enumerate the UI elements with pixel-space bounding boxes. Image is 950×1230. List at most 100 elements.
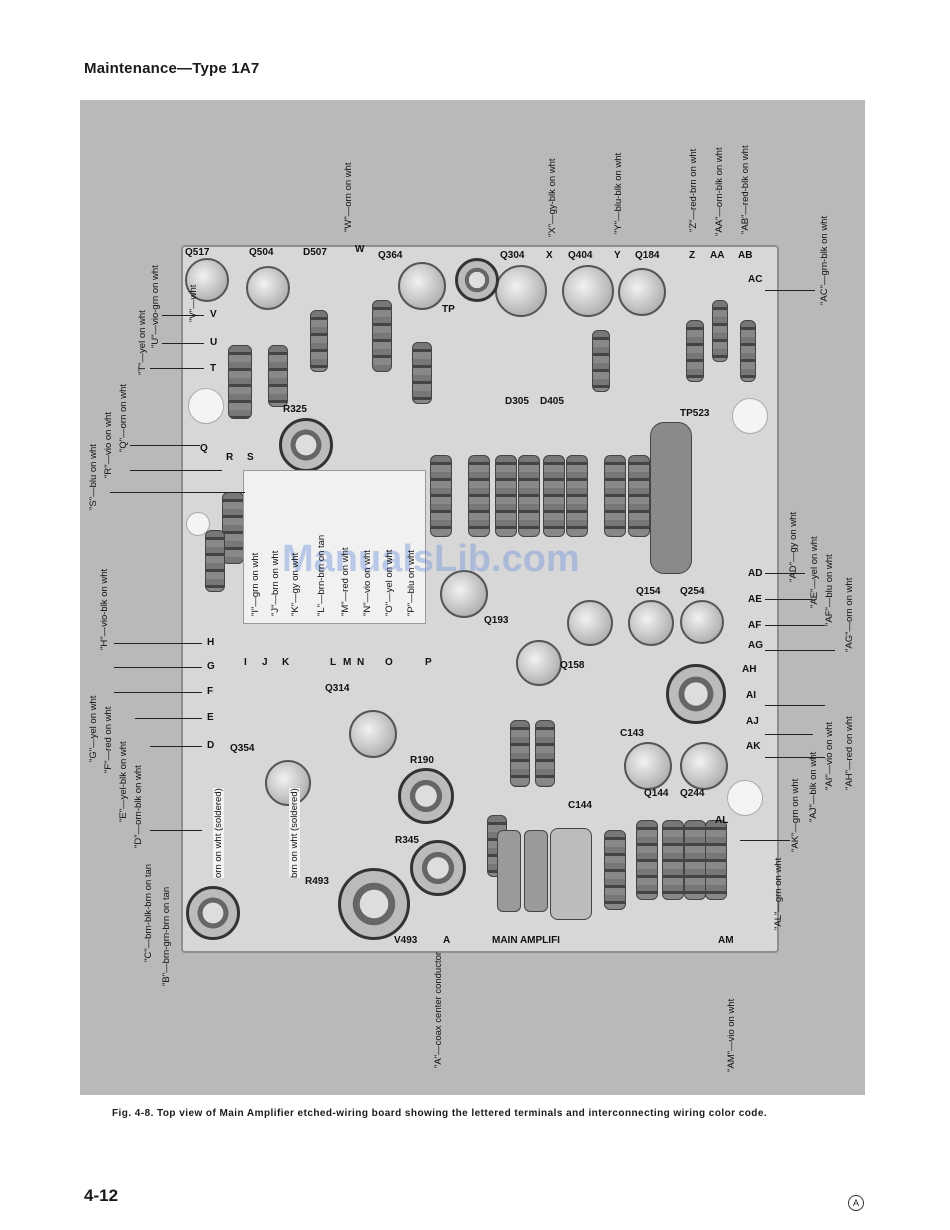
terminal-ai: AI [746,690,756,701]
resistor [497,830,521,912]
leader-line [150,746,202,747]
terminal-z: Z [689,250,696,261]
transistor-q193 [440,570,488,618]
resistor [604,830,626,910]
transistor-q504 [246,266,290,310]
resistor [205,530,225,592]
terminal-s: S [247,452,254,463]
terminal-ac: AC [748,274,763,285]
label-r345: R345 [395,835,419,846]
wire-label-k: "K"—gy on wht [290,552,301,616]
resistor [372,300,392,372]
wire-label-g: "G"—yel on wht [88,695,99,762]
terminal-x: X [546,250,553,261]
wire-label-r: "R"—vio on wht [103,412,114,478]
wire-label-ak: "AK"—grn on wht [790,778,801,852]
wire-label-a-coax: "A"—coax center conductor [433,951,444,1068]
wire-label-aj: "AJ"—blk on wht [808,751,819,822]
transistor-q254b [680,600,724,644]
resistor [468,455,490,537]
terminal-ab: AB [738,250,753,261]
wire-label-w: "W"—orn on wht [343,162,354,232]
resistor [684,820,706,900]
leader-line [162,315,204,316]
terminal-p: P [425,657,432,668]
wire-label-n: "N"—vio on wht [362,550,373,616]
label-q504: Q504 [249,247,274,258]
box-wire-label-panel [243,470,426,624]
label-q144: Q144 [644,788,669,799]
label-q254: Q254 [680,586,705,597]
terminal-l: L [330,657,337,668]
label-v493: V493 [394,935,418,946]
terminal-m: M [343,657,352,668]
terminal-g: G [207,661,215,672]
wire-label-ae: "AE"—yel on wht [809,536,820,608]
terminal-am: AM [718,935,734,946]
resistor [604,455,626,537]
label-c143: C143 [620,728,644,739]
terminal-v: V [210,309,217,320]
label-r493: R493 [305,876,329,887]
label-d405: D405 [540,396,564,407]
resistor [518,455,540,537]
resistor [566,455,588,537]
mounting-hole [727,780,763,816]
wire-label-al: "AL"—grn on wht [773,857,784,930]
terminal-aj: AJ [746,716,759,727]
terminal-o: O [385,657,393,668]
wire-label-d: "D"—orn-blk on wht [133,765,144,848]
label-q158: Q158 [560,660,585,671]
label-q244: Q244 [680,788,705,799]
resistor [228,345,252,419]
terminal-e: E [207,712,214,723]
wire-label-s: "S"—blu on wht [88,444,99,510]
resistor [510,720,530,787]
leader-line [765,757,825,758]
terminal-y: Y [614,250,621,261]
transistor-q404 [562,265,614,317]
wire-label-x: "X"—gy-blk on wht [547,158,558,237]
potentiometer-right [666,664,726,724]
terminal-r: R [226,452,234,463]
coax-connector-v493 [338,868,410,940]
mounting-hole [188,388,224,424]
terminal-ae: AE [748,594,762,605]
wire-label-ai: "AI"—vio on wht [824,722,835,790]
watermark: ManualsLib.com [282,538,580,580]
potentiometer-r345 [410,840,466,896]
transistor-q144 [624,742,672,790]
wire-label-u: "U"—vio-grn on wht [150,265,161,348]
label-main-amplifier: MAIN AMPLIFI [492,935,560,946]
resistor [686,320,704,382]
leader-line [765,625,825,626]
leader-line [114,692,202,693]
wire-label-z: "Z"—red-brn on wht [688,148,699,232]
resistor [535,720,555,787]
terminal-ag: AG [748,640,763,651]
label-q517: Q517 [185,247,210,258]
wire-label-b: "B"—brn-grn-brn on tan [161,886,172,986]
transistor-q517 [185,258,229,302]
label-q314: Q314 [325,683,350,694]
terminal-j: J [262,657,268,668]
label-q184: Q184 [635,250,660,261]
terminal-ah: AH [742,664,757,675]
transistor-q314 [349,710,397,758]
label-tp523: TP523 [680,408,710,419]
label-q304: Q304 [500,250,525,261]
leader-line [162,343,204,344]
resistor [222,492,244,564]
wire-label-c: "C"—brn-blk-brn on tan [143,863,154,962]
resistor [636,820,658,900]
page-header: Maintenance—Type 1A7 [84,60,260,77]
resistor-tp523 [650,422,692,574]
figure-caption: Fig. 4-8. Top view of Main Amplifier etc… [112,1108,768,1119]
label-q193: Q193 [484,615,509,626]
terminal-q: Q [200,443,208,454]
transistor-q254 [628,600,674,646]
terminal-ad: AD [748,568,763,579]
wire-label-h: "H"—vio-blk on wht [99,568,110,650]
wire-label-ac: "AC"—grn-blk on wht [819,215,830,305]
wire-label-af: "AF"—blu on wht [824,554,835,626]
